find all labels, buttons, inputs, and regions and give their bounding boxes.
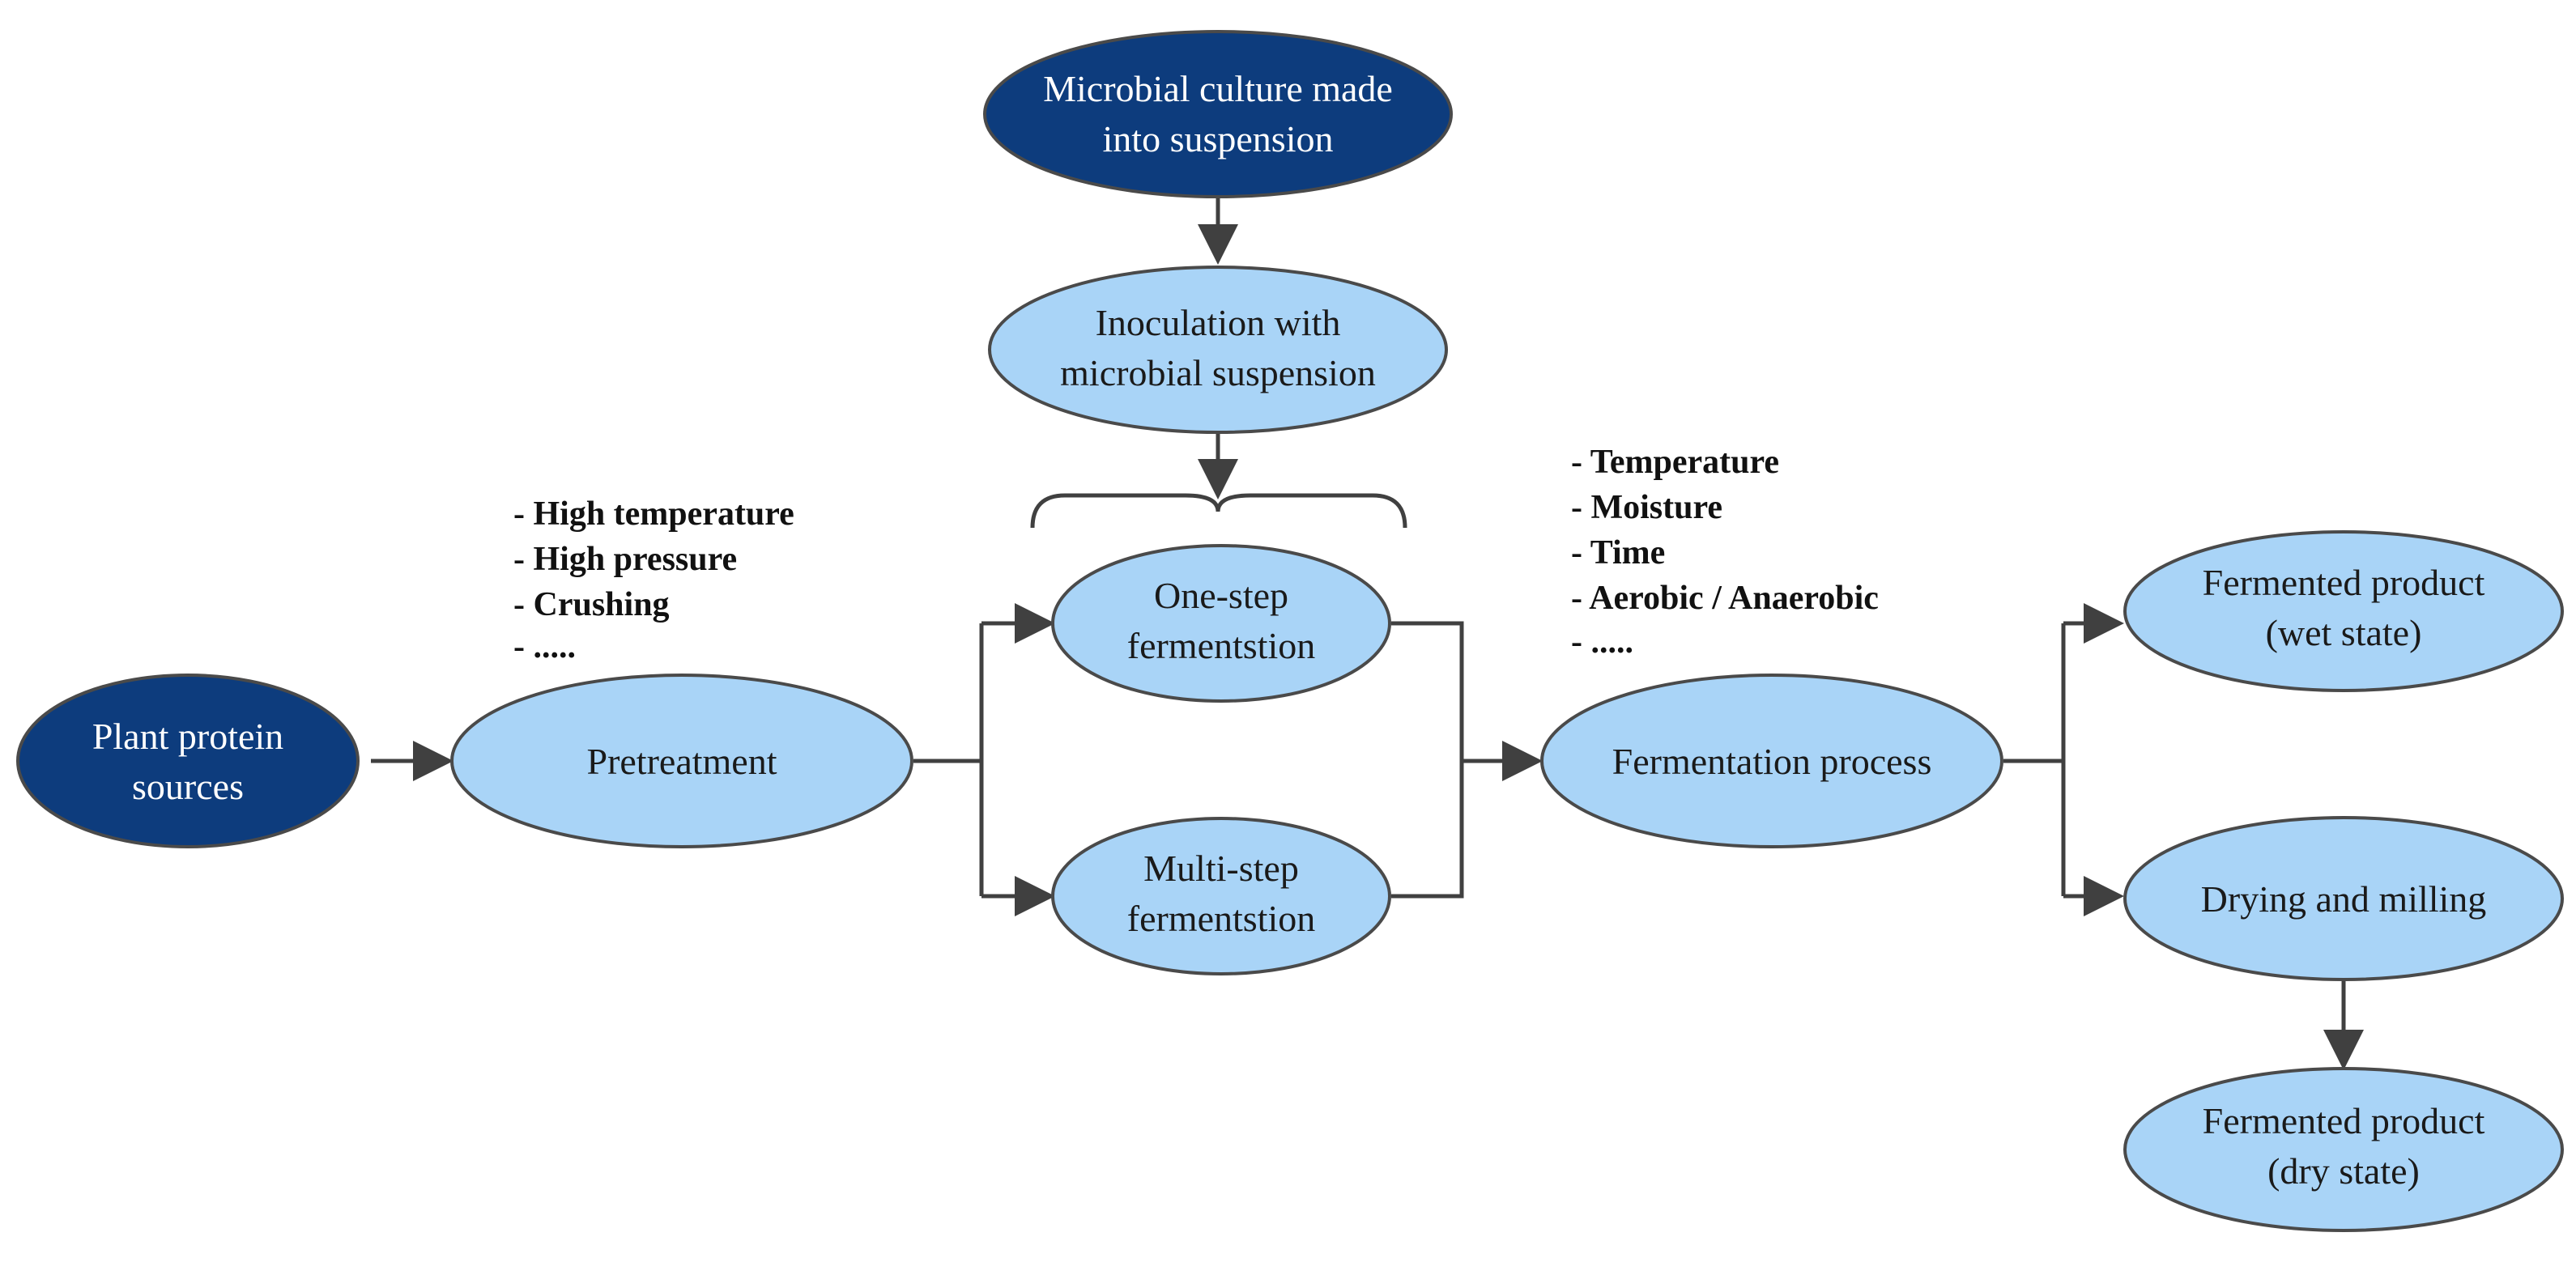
edges (371, 197, 2364, 1070)
node-drying-label: Drying and milling (2201, 878, 2487, 920)
pretreatment-condition-3: - Crushing (513, 586, 670, 623)
edge-one-step-merge (1391, 621, 1464, 899)
node-inoculation: Inoculation with microbial suspension (988, 266, 1448, 434)
pretreatment-condition-2: - High pressure (513, 541, 737, 578)
node-wet-line-1: Fermented product (2203, 562, 2485, 603)
node-fermented-wet: Fermented product (wet state) (2123, 530, 2564, 692)
node-one-step-fermentation: One-step fermentstion (1051, 544, 1391, 703)
node-multi-step-line-2: fermentstion (1127, 898, 1316, 939)
node-multi-step-line-1: Multi-step (1143, 848, 1299, 889)
fermentation-condition-4: - Aerobic / Anaerobic (1571, 580, 1879, 617)
pretreatment-condition-4: - ..... (513, 628, 576, 665)
fermentation-condition-3: - Time (1571, 534, 1665, 572)
fermentation-condition-5: - ..... (1571, 623, 1633, 661)
node-culture-line-2: into suspension (1103, 118, 1334, 159)
node-culture-line-1: Microbial culture made (1043, 68, 1393, 109)
node-drying-milling: Drying and milling (2123, 816, 2564, 981)
node-dry-line-1: Fermented product (2203, 1100, 2485, 1141)
fermentation-conditions: - Temperature - Moisture - Time - Aerobi… (1571, 444, 1879, 661)
pretreatment-condition-1: - High temperature (513, 495, 794, 533)
node-inoculation-line-2: microbial suspension (1060, 352, 1376, 393)
edge-fermentation-split (2003, 623, 2066, 896)
brace-icon (1030, 493, 1407, 529)
node-plant-line-2: sources (132, 766, 244, 807)
node-plant-protein-sources: Plant protein sources (16, 674, 360, 848)
node-inoculation-line-1: Inoculation with (1096, 302, 1341, 343)
node-wet-line-2: (wet state) (2266, 612, 2422, 653)
node-fermented-dry: Fermented product (dry state) (2123, 1067, 2564, 1232)
node-fermentation-process: Fermentation process (1540, 674, 2003, 848)
edge-pretreatment-split (913, 623, 984, 896)
fermentation-condition-1: - Temperature (1571, 444, 1779, 481)
node-plant-line-1: Plant protein (92, 716, 283, 757)
node-fermentation-label: Fermentation process (1612, 741, 1932, 782)
node-culture: Microbial culture made into suspension (983, 30, 1453, 198)
node-pretreatment-label: Pretreatment (586, 741, 777, 782)
fermentation-condition-2: - Moisture (1571, 489, 1722, 526)
pretreatment-conditions: - High temperature - High pressure - Cru… (513, 495, 794, 665)
node-pretreatment: Pretreatment (450, 674, 913, 848)
node-one-step-line-1: One-step (1154, 575, 1288, 616)
node-dry-line-2: (dry state) (2267, 1150, 2420, 1192)
node-multi-step-fermentation: Multi-step fermentstion (1051, 817, 1391, 975)
node-one-step-line-2: fermentstion (1127, 625, 1316, 666)
